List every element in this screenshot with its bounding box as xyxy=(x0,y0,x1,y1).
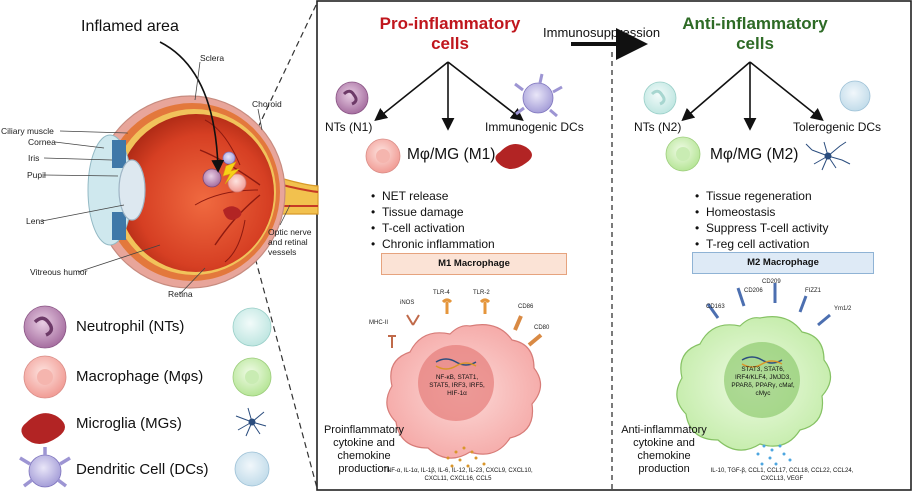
anti-bullet: Tissue regeneration xyxy=(695,188,829,204)
pro-nts-label: NTs (N1) xyxy=(325,120,373,134)
m2-macrophage-illustration xyxy=(676,283,832,466)
pro-dcs-label: Immunogenic DCs xyxy=(485,120,584,134)
legend-dendritic-label: Dendritic Cell (DCs) xyxy=(76,461,209,478)
choroid-label: Choroid xyxy=(252,99,282,109)
anti-bullet: Suppress T-cell activity xyxy=(695,220,828,236)
anti-bullet: Homeostasis xyxy=(695,204,829,220)
pro-mp-cell xyxy=(365,138,401,174)
pro-title-line1: Pro-inflammatory xyxy=(379,14,521,33)
anti-bullet-list: Tissue regeneration Homeostasis Suppress… xyxy=(692,188,829,252)
cd206-label: CD206 xyxy=(744,288,763,294)
legend-dendritic-alt-icon xyxy=(234,451,270,487)
pro-bullet: T-cell activation xyxy=(371,220,495,236)
anti-bullet: T-reg cell activation xyxy=(695,236,829,252)
zoom-line-top xyxy=(244,2,318,156)
pro-bullet: Chronic inflammation xyxy=(371,236,495,252)
cd80-label: CD80 xyxy=(534,325,550,331)
legend-dendritic-icon xyxy=(19,447,71,488)
m2-macrophage-box: M2 Macrophage xyxy=(692,252,874,274)
anti-mg-label: Mφ/MG (M2) xyxy=(710,146,799,163)
fizz1-label: FIZZ1 xyxy=(805,288,821,294)
pro-inflammatory-title: Pro-inflammatory cells xyxy=(360,14,540,54)
pro-cytokine-list: TNF-α, IL-1α, IL-1β, IL-6, IL-12, IL-23,… xyxy=(383,468,533,482)
anti-dc-cell xyxy=(839,80,871,112)
legend-macrophage-icon xyxy=(23,355,67,399)
zoom-line-bottom xyxy=(244,219,318,489)
anti-dcs-label: Tolerogenic DCs xyxy=(793,120,882,134)
anti-mp-cell xyxy=(665,136,701,172)
legend-neutrophil-icon xyxy=(23,305,67,349)
immunosuppression-label: Immunosuppression xyxy=(543,25,661,40)
pro-tree-arrows xyxy=(374,61,524,131)
m1-macrophage-box: M1 Macrophage xyxy=(381,253,567,275)
cd86-label: CD86 xyxy=(518,304,534,310)
ym12-label: Ym1/2 xyxy=(834,306,852,312)
pro-bullet-list: NET release Tissue damage T-cell activat… xyxy=(368,188,495,252)
iris-label: Iris xyxy=(28,153,40,163)
legend-neutrophil-alt-icon xyxy=(232,307,272,347)
cd163-label: CD163 xyxy=(706,304,725,310)
anti-title-line2: cells xyxy=(736,34,774,53)
legend-microglia-alt-icon xyxy=(235,407,267,437)
anti-title-line1: Anti-inflammatory xyxy=(682,14,828,33)
legend-neutrophil-label: Neutrophil (NTs) xyxy=(76,318,185,335)
pro-nt-cell xyxy=(335,81,369,115)
pro-bullet: NET release xyxy=(371,188,495,204)
pro-mg-label: Mφ/MG (M1) xyxy=(407,146,496,163)
anti-tree-arrows xyxy=(681,61,824,131)
pro-bullet: Tissue damage xyxy=(371,204,495,220)
anti-nts-label: NTs (N2) xyxy=(634,120,682,134)
tlr2-label: TLR-2 xyxy=(473,290,490,296)
pro-mg-cell xyxy=(495,143,532,169)
anti-nt-cell xyxy=(643,81,677,115)
m1-macrophage-illustration xyxy=(386,298,543,468)
legend-microglia-label: Microglia (MGs) xyxy=(76,415,182,432)
anti-cytokine-title: Anti-inflammatory cytokine and chemokine… xyxy=(621,424,707,475)
m2-nucleus-text: STAT3, STAT6, IRF4/KLF4, JMJD3, PPARδ, P… xyxy=(731,366,795,397)
cornea-label: Cornea xyxy=(28,137,56,147)
legend-microglia-icon xyxy=(21,413,65,444)
m1-nucleus-text: NF-κB, STAT1, STAT5, IRF3, IRF5, HIF-1α xyxy=(429,374,485,397)
tlr4-label: TLR-4 xyxy=(433,290,450,296)
pro-title-line2: cells xyxy=(431,34,469,53)
legend-macrophage-label: Macrophage (Mφs) xyxy=(76,368,204,385)
inflamed-area-label: Inflamed area xyxy=(81,18,179,35)
legend-macrophage-alt-icon xyxy=(232,357,272,397)
vitreous-humor-label: Vitreous humor xyxy=(30,267,88,277)
anti-mg-cell xyxy=(805,141,851,171)
optic-nerve-label: Optic nerve and retinal vessels xyxy=(268,227,312,257)
pro-dc-cell xyxy=(514,73,563,118)
pro-cytokine-title: Proinflammatory cytokine and chemokine p… xyxy=(323,424,405,475)
anti-inflammatory-title: Anti-inflammatory cells xyxy=(660,14,850,54)
sclera-label: Sclera xyxy=(200,53,225,63)
pupil-label: Pupil xyxy=(27,170,46,180)
mhc-label: MHC-II xyxy=(369,320,388,326)
eye-illustration xyxy=(41,41,319,295)
retina-label: Retina xyxy=(168,289,193,299)
ciliary-muscle-label: Ciliary muscle xyxy=(1,126,54,136)
cd209-label: CD209 xyxy=(762,279,781,285)
inos-label: iNOS xyxy=(400,300,415,306)
anti-cytokine-list: IL-10, TGF-β, CCL1, CCL17, CCL18, CCL22,… xyxy=(710,468,854,482)
lens-label: Lens xyxy=(26,216,45,226)
